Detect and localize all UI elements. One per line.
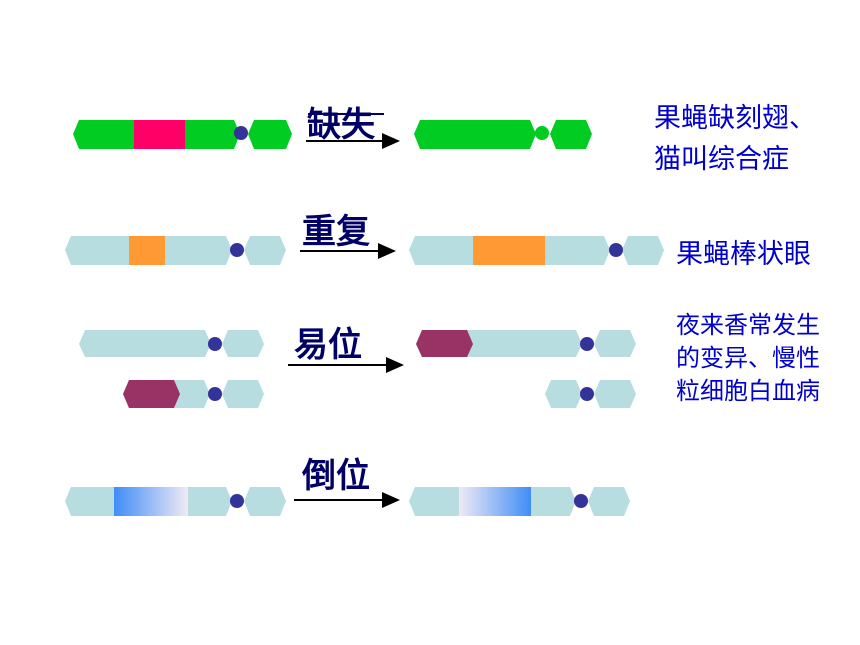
inversion-before-chromosome (65, 487, 286, 516)
row-translocation: 易位 夜来香常发生 的变异、慢性 粒细胞白血病 (79, 311, 820, 408)
centromere (574, 494, 588, 508)
translocation-after-chromosome-2 (545, 380, 636, 408)
note-deletion-line2: 猫叫综合症 (654, 144, 789, 175)
note-translocation-line1: 夜来香常发生 (676, 311, 820, 339)
centromere (208, 387, 222, 401)
label-inversion: 倒位 (301, 456, 370, 496)
centromere (580, 337, 594, 351)
centromere (230, 494, 244, 508)
row-inversion: 倒位 (65, 456, 630, 516)
row-deletion: 缺失 果蝇缺刻翅、 猫叫综合症 (73, 103, 816, 175)
centromere (535, 126, 549, 140)
centromere (234, 126, 248, 140)
duplication-after-chromosome (409, 236, 664, 265)
inversion-after-chromosome (409, 487, 630, 516)
translocation-after-chromosome-1 (416, 330, 636, 357)
translocation-before-chromosome-1 (79, 330, 264, 357)
centromere (208, 337, 222, 351)
row-duplication: 重复 果蝇棒状眼 (65, 212, 811, 270)
deletion-after-chromosome (414, 120, 592, 149)
label-translocation: 易位 (294, 325, 362, 365)
translocation-before-chromosome-2 (123, 380, 264, 408)
note-deletion-line1: 果蝇缺刻翅、 (654, 103, 816, 134)
label-deletion: 缺失 (307, 105, 376, 145)
note-translocation-line3: 粒细胞白血病 (676, 377, 820, 405)
centromere (230, 243, 244, 257)
duplication-before-chromosome (65, 236, 286, 265)
deletion-before-chromosome (73, 120, 292, 149)
note-translocation-line2: 的变异、慢性 (676, 344, 820, 372)
label-duplication: 重复 (302, 212, 370, 252)
note-duplication: 果蝇棒状眼 (676, 239, 811, 270)
centromere (580, 387, 594, 401)
centromere (609, 243, 623, 257)
